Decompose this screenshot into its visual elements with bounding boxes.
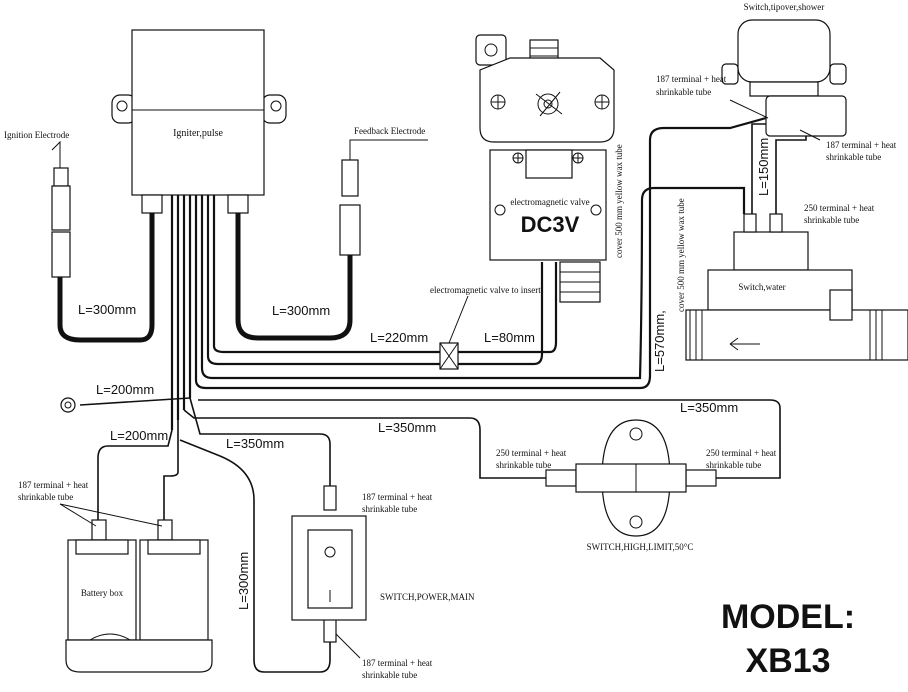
length-tipover: L=150mm xyxy=(756,138,771,196)
ignition-lead xyxy=(57,213,155,343)
tipover-note2-tube: shrinkable tube xyxy=(826,152,881,162)
length-power-out: L=300mm xyxy=(236,552,251,610)
length-battery: L=200mm xyxy=(110,428,168,443)
valve-voltage: DC3V xyxy=(521,212,580,237)
igniter-label: Igniter,pulse xyxy=(173,128,223,139)
limit-wire-in xyxy=(183,409,560,479)
water-switch: Switch,water 250 terminal + heat shrinka… xyxy=(676,198,908,361)
feedback-electrode-label: Feedback Electrode xyxy=(354,126,425,136)
limit-wire-out xyxy=(198,399,781,479)
length-limit-in: L=350mm xyxy=(378,420,436,435)
tipover-wire-a xyxy=(751,123,766,214)
length-valve-b: L=80mm xyxy=(484,330,535,345)
length-power-in: L=350mm xyxy=(226,436,284,451)
ignition-electrode-label: Ignition Electrode xyxy=(4,130,69,140)
limit-note-left-terminal: 250 terminal + heat xyxy=(496,448,567,458)
length-valve-a: L=220mm xyxy=(370,330,428,345)
valve-tube-note: cover 500 mm yellow wax tube xyxy=(614,144,624,258)
power-switch: SWITCH,POWER,MAIN 187 terminal + heat sh… xyxy=(291,485,475,680)
limit-note-left-tube: shrinkable tube xyxy=(496,460,551,470)
battery-note-tube: shrinkable tube xyxy=(18,492,73,502)
model-label: MODEL: xyxy=(721,598,855,636)
water-switch-label: Switch,water xyxy=(738,282,785,292)
battery-note-terminal: 187 terminal + heat xyxy=(18,480,89,490)
valve-insert-marker: electromagnetic valve to insert xyxy=(430,285,541,370)
wire-bundle xyxy=(170,116,767,430)
length-water: L=570mm, xyxy=(652,310,667,372)
battery-box-label: Battery box xyxy=(81,588,124,598)
length-limit-out: L=350mm xyxy=(680,400,738,415)
power-wire-in xyxy=(189,397,331,500)
battery-wire-a xyxy=(97,429,173,520)
power-note2-terminal: 187 terminal + heat xyxy=(362,658,433,668)
length-fb: L=300mm xyxy=(272,303,330,318)
limit-note-right-tube: shrinkable tube xyxy=(706,460,761,470)
power-note-terminal: 187 terminal + heat xyxy=(362,492,433,502)
tipover-wire-b xyxy=(775,136,807,214)
battery-wire-b xyxy=(163,420,179,520)
model-number: XB13 xyxy=(745,642,830,680)
tipover-note-tube: shrinkable tube xyxy=(656,87,711,97)
ground-lead xyxy=(60,397,191,413)
power-switch-label: SWITCH,POWER,MAIN xyxy=(380,592,475,602)
water-tube-note: cover 500 mm yellow wax tube xyxy=(676,198,686,312)
valve-insert-note: electromagnetic valve to insert xyxy=(430,285,541,295)
feedback-electrode: Feedback Electrode xyxy=(339,126,428,256)
tipover-switch-label: Switch,tipover,shower xyxy=(744,2,825,12)
water-note-tube: shrinkable tube xyxy=(804,215,859,225)
gas-valve: electromagnetic valve DC3V cover 500 mm … xyxy=(475,34,624,303)
limit-switch: 250 terminal + heat shrinkable tube 250 … xyxy=(496,419,777,552)
limit-note-right-terminal: 250 terminal + heat xyxy=(706,448,777,458)
tipover-switch: Switch,tipover,shower 187 terminal + hea… xyxy=(656,2,897,162)
power-note2-tube: shrinkable tube xyxy=(362,670,417,680)
valve-label: electromagnetic valve xyxy=(510,197,589,207)
tipover-note-terminal: 187 terminal + heat xyxy=(656,74,727,84)
power-note-tube: shrinkable tube xyxy=(362,504,417,514)
battery-box: Battery box 187 terminal + heat shrinkab… xyxy=(18,480,213,673)
length-ign: L=300mm xyxy=(78,302,136,317)
feedback-lead xyxy=(235,213,353,341)
ignition-electrode: Ignition Electrode xyxy=(4,130,71,278)
limit-switch-label: SWITCH,HIGH,LIMIT,50°C xyxy=(587,542,694,552)
igniter-module: Igniter,pulse xyxy=(111,29,287,214)
length-ground: L=200mm xyxy=(96,382,154,397)
water-note-terminal: 250 terminal + heat xyxy=(804,203,875,213)
tipover-note2-terminal: 187 terminal + heat xyxy=(826,140,897,150)
power-wire-out xyxy=(179,439,331,673)
